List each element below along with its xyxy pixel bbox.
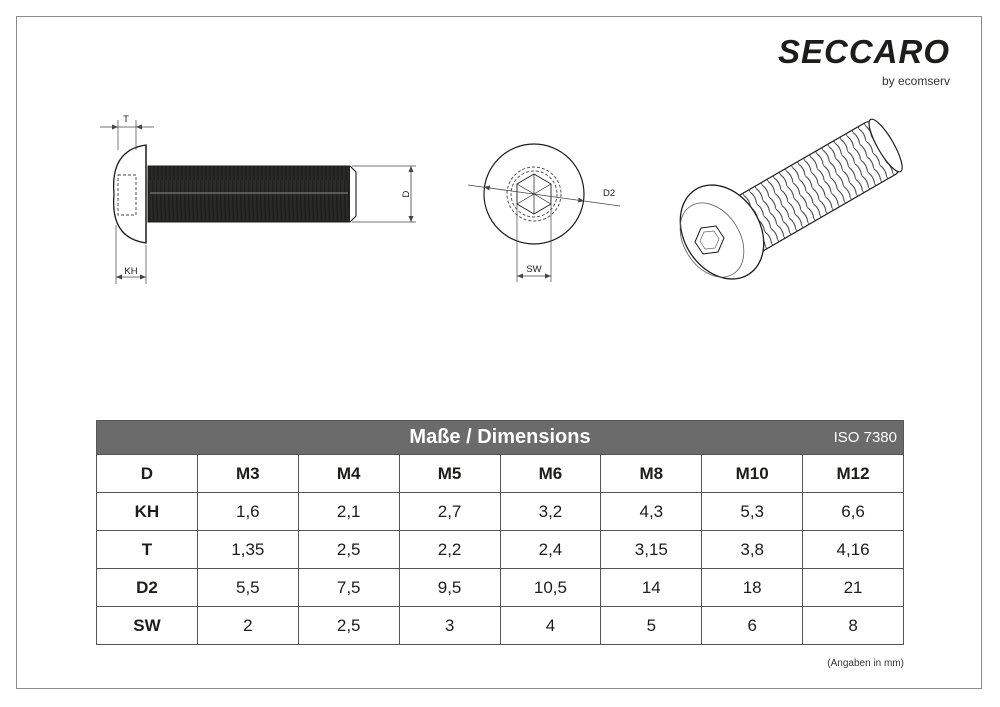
table-cell: 5 (600, 606, 703, 645)
brand-logo: SECCARO by ecomserv (777, 33, 950, 89)
table-cell: 2,5 (297, 606, 400, 645)
units-note: (Angaben in mm) (827, 658, 904, 669)
table-header-row: D M3 M4 M5 M6 M8 M10 M12 (96, 454, 904, 493)
page-frame (16, 16, 982, 689)
table-cell: 7,5 (297, 568, 400, 607)
table-cell: 2,7 (398, 492, 501, 531)
dimensions-table: Maße / Dimensions ISO 7380 D M3 M4 M5 M6… (96, 420, 904, 645)
table-cell: 10,5 (499, 568, 602, 607)
table-cell: 4 (499, 606, 602, 645)
table-cell: 3,8 (701, 530, 804, 569)
row-label: D2 (96, 568, 198, 607)
table-cell: 3,2 (499, 492, 602, 531)
size-header: M4 (297, 454, 400, 493)
size-header: M3 (196, 454, 299, 493)
table-row: KH 1,6 2,1 2,7 3,2 4,3 5,3 6,6 (96, 492, 904, 531)
table-cell: 5,5 (196, 568, 299, 607)
size-header: M8 (600, 454, 703, 493)
hex-socket-perspective (694, 225, 725, 255)
row-label: SW (96, 606, 198, 645)
table-title-cell: Maße / Dimensions ISO 7380 (96, 420, 904, 455)
brand-name: SECCARO (777, 33, 950, 70)
screw-head-perspective (679, 184, 765, 280)
table-standard: ISO 7380 (833, 429, 897, 446)
table-cell: 2 (196, 606, 299, 645)
table-title: Maße / Dimensions (409, 426, 591, 448)
table-cell: 2,2 (398, 530, 501, 569)
label-d2: D2 (603, 188, 615, 199)
row-label: KH (96, 492, 198, 531)
table-cell: 14 (600, 568, 703, 607)
front-view: D2 SW (467, 143, 621, 282)
table-cell: 3,15 (600, 530, 703, 569)
table-cell: 2,1 (297, 492, 400, 531)
table-cell: 2,5 (297, 530, 400, 569)
table-cell: 21 (802, 568, 904, 607)
table-row: D2 5,5 7,5 9,5 10,5 14 18 21 (96, 568, 904, 607)
label-kh: KH (124, 266, 137, 277)
perspective-view (679, 118, 903, 280)
table-cell: 1,35 (196, 530, 299, 569)
label-d: D (401, 190, 412, 197)
table-row: T 1,35 2,5 2,2 2,4 3,15 3,8 4,16 (96, 530, 904, 569)
row-label: D (96, 454, 198, 493)
table-cell: 5,3 (701, 492, 804, 531)
label-sw: SW (526, 264, 541, 275)
size-header: M10 (701, 454, 804, 493)
table-cell: 2,4 (499, 530, 602, 569)
table-cell: 18 (701, 568, 804, 607)
table-cell: 9,5 (398, 568, 501, 607)
table-cell: 6 (701, 606, 804, 645)
table-row: SW 2 2,5 3 4 5 6 8 (96, 606, 904, 645)
hex-socket-hidden (117, 174, 137, 216)
size-header: M6 (499, 454, 602, 493)
size-header: M5 (398, 454, 501, 493)
table-cell: 8 (802, 606, 904, 645)
label-t: T (123, 114, 129, 125)
brand-tagline: by ecomserv (881, 74, 950, 88)
screw-head-side (112, 144, 147, 244)
row-label: T (96, 530, 198, 569)
table-cell: 1,6 (196, 492, 299, 531)
size-header: M12 (802, 454, 904, 493)
table-title-row: Maße / Dimensions ISO 7380 (96, 420, 904, 455)
table-cell: 4,16 (802, 530, 904, 569)
table-cell: 3 (398, 606, 501, 645)
table-cell: 6,6 (802, 492, 904, 531)
table-cell: 4,3 (600, 492, 703, 531)
side-view: D T KH (100, 114, 416, 284)
